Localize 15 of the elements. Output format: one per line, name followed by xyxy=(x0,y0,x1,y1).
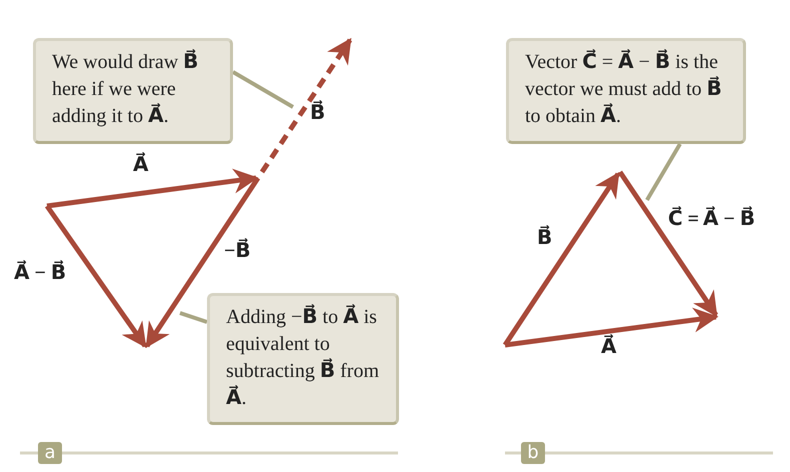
vector-label: A⃗ xyxy=(601,334,616,359)
panel-badge: a xyxy=(38,442,62,464)
vector-label: C⃗ = A⃗ − B⃗ xyxy=(668,206,756,231)
vector-label: B⃗ xyxy=(310,100,326,125)
panel-badge: b xyxy=(521,442,545,464)
vector-label: A⃗ − B⃗ xyxy=(14,260,66,285)
vector-label: A⃗ xyxy=(133,152,148,177)
callout-text: Vector C⃗ = A⃗ − B⃗ is the vector we must add to B⃗ to obtain A⃗. xyxy=(525,49,723,129)
vector-label: B⃗ xyxy=(537,225,552,250)
callout-text: We would draw B⃗ here if we were adding it to A⃗. xyxy=(52,49,200,129)
vector-label: −B⃗ xyxy=(224,238,251,263)
callout-box xyxy=(207,293,399,425)
callout-box xyxy=(33,38,233,144)
callout-box xyxy=(506,38,746,144)
callout-text: Adding −B⃗ to A⃗ is equivalent to subtracting B⃗ from A⃗. xyxy=(226,304,380,411)
